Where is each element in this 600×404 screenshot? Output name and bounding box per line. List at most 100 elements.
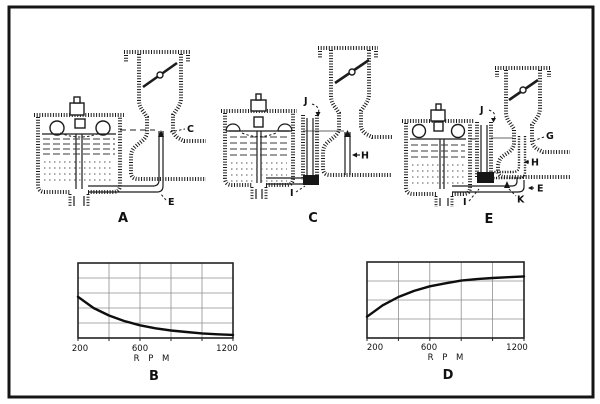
j-arrowhead-c xyxy=(315,112,321,117)
j-arrow-e xyxy=(488,109,496,120)
chart-b-xlabel: R P M xyxy=(134,354,173,364)
venturi-e-flange xyxy=(495,66,551,77)
float-chamber-e-internals xyxy=(410,138,466,206)
diagram-c: J H I C xyxy=(221,46,392,226)
float-linkage-c xyxy=(241,132,277,137)
well-inner-tube-e xyxy=(480,125,488,173)
feed-pipe-e xyxy=(452,177,525,193)
choke-hinge-a xyxy=(156,71,164,79)
chart-b: 200 600 1200 R P M B xyxy=(72,262,238,384)
nozzle-c xyxy=(344,132,351,175)
feed-pipe-c xyxy=(266,177,303,185)
plot-frame xyxy=(77,262,234,339)
caption-e: E xyxy=(485,212,494,227)
chart-b-tick-1200: 1200 xyxy=(216,344,238,354)
h-arrowhead-e xyxy=(524,159,529,165)
chart-d-tick-600: 600 xyxy=(421,343,437,353)
choke-hinge-c xyxy=(348,68,356,76)
float-chamber-e-cap xyxy=(430,109,446,122)
label-j-e: J xyxy=(479,105,484,116)
choke-hinge-e xyxy=(519,86,527,94)
float-chamber-a-internals xyxy=(42,133,116,206)
nozzle-tip-c xyxy=(344,130,351,137)
needle-valve-c xyxy=(253,116,264,128)
float-chamber-a-vent xyxy=(73,96,81,104)
chart-d-plot-area xyxy=(365,261,526,341)
well-jet-c xyxy=(303,175,319,185)
fuel-hatching-e xyxy=(411,144,465,158)
float-right-a xyxy=(95,120,111,136)
chart-d-tick-1200: 1200 xyxy=(506,343,528,353)
data-curve-B xyxy=(76,295,235,337)
label-g-e: G xyxy=(546,131,554,142)
diagram-a: C E A xyxy=(34,50,206,226)
needle-valve-a xyxy=(74,118,86,129)
float-chamber-c xyxy=(221,93,297,200)
chart-b-tick-600: 600 xyxy=(132,344,148,354)
float-chamber-c-cap xyxy=(250,99,267,112)
chart-d-xlabel: R P M xyxy=(428,353,467,363)
chart-d: 200 600 1200 R P M D xyxy=(365,261,528,383)
venturi-e-walls xyxy=(496,70,570,179)
caption-d: D xyxy=(443,368,454,383)
chart-b-tick-200: 200 xyxy=(72,344,88,354)
well-walls-e xyxy=(475,122,493,178)
label-leaders-a xyxy=(159,128,186,201)
fuel-hatching-c xyxy=(230,136,288,156)
float-chamber-e-vent xyxy=(435,103,442,111)
chart-b-plot-area xyxy=(76,262,235,341)
label-j-c: J xyxy=(303,96,308,107)
float-chamber-a xyxy=(34,96,124,207)
venturi-c-flange xyxy=(318,46,378,58)
plot-frame xyxy=(366,261,525,339)
compensating-well-c: J xyxy=(301,96,321,185)
caption-c: C xyxy=(308,211,318,226)
float-left-a xyxy=(49,120,65,136)
g-tube-e xyxy=(494,136,527,180)
float-chamber-c-vent xyxy=(255,93,262,101)
float-chamber-a-cap xyxy=(69,102,85,116)
label-h-e: H xyxy=(531,158,539,169)
label-i-e: I xyxy=(463,197,467,208)
well-walls-c xyxy=(301,115,319,180)
label-c-a: C xyxy=(187,124,194,135)
venturi-c-walls xyxy=(321,50,392,177)
fuel-pipe-a xyxy=(88,131,164,193)
label-leaders-e xyxy=(468,136,545,202)
fuel-dots-a xyxy=(44,161,114,181)
label-e-a: E xyxy=(168,197,175,208)
float-chamber-e-outlet xyxy=(434,196,454,207)
needle-valve-e xyxy=(433,121,444,132)
venturi-e: G H E I K xyxy=(452,66,570,208)
h-arrowhead-c xyxy=(352,152,357,158)
venturi-a-walls xyxy=(129,54,206,181)
float-left-e xyxy=(411,123,427,139)
i-leader-c xyxy=(295,185,306,193)
caption-a: A xyxy=(118,211,128,226)
chart-d-tick-200: 200 xyxy=(367,343,383,353)
venturi-a-flange xyxy=(124,50,190,62)
venturi-c: H I xyxy=(266,46,392,199)
jet-tip-a xyxy=(158,130,164,137)
compensating-well-e: J xyxy=(475,105,496,183)
float-chamber-c-internals xyxy=(229,130,289,199)
well-inner-tube-c xyxy=(306,118,314,175)
label-i-c: I xyxy=(290,188,294,199)
data-curve-D xyxy=(365,275,526,318)
fuel-hatching-a xyxy=(43,138,115,155)
j-arrow-c xyxy=(311,103,320,115)
venturi-a: C E xyxy=(88,50,206,208)
well-jet-e xyxy=(477,172,494,183)
fuel-dots-e xyxy=(412,164,464,184)
float-chamber-a-outlet xyxy=(68,194,90,207)
caption-b: B xyxy=(149,369,159,384)
figure-frame xyxy=(7,5,595,399)
j-arrowhead-e xyxy=(491,118,496,123)
e-arrowhead-e xyxy=(528,185,533,191)
k-up-arrow-e xyxy=(504,181,510,188)
label-k-e: K xyxy=(517,195,525,206)
diagram-e: J G H E I K E xyxy=(402,66,570,227)
float-right-e xyxy=(450,123,466,139)
float-chamber-c-outlet xyxy=(250,187,268,200)
